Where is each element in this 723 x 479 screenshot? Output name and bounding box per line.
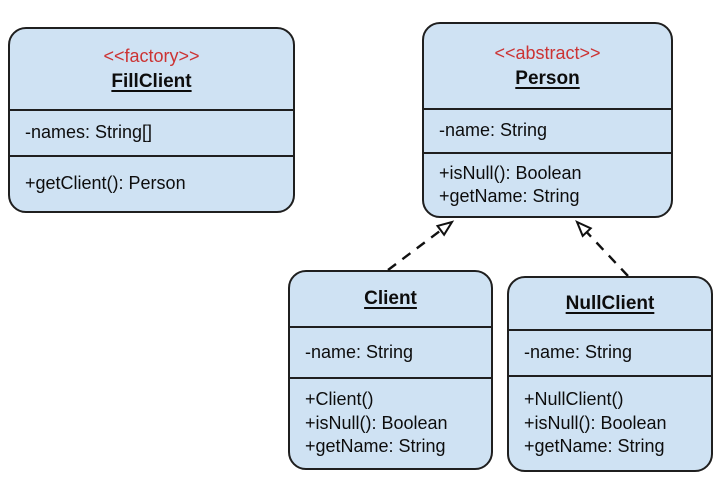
stereotype-label: <<abstract>> — [494, 43, 601, 63]
attributes-section: -name: String — [424, 108, 671, 152]
method-item: +isNull(): Boolean — [305, 412, 448, 433]
class-name: Client — [364, 288, 417, 309]
methods-section: +getClient(): Person — [10, 155, 293, 211]
attribute-item: -name: String — [524, 342, 633, 363]
class-header: <<abstract>> Person — [424, 24, 671, 108]
class-header: Client — [290, 272, 491, 326]
class-header: NullClient — [509, 278, 711, 329]
method-item: +isNull(): Boolean — [439, 162, 582, 183]
class-box-nullclient: NullClient -name: String +NullClient() +… — [507, 276, 713, 472]
hollow-arrowhead-icon — [575, 220, 593, 238]
attributes-section: -name: String — [290, 326, 491, 377]
class-name: FillClient — [111, 71, 192, 92]
attribute-item: -name: String — [305, 341, 414, 362]
class-name: NullClient — [565, 292, 655, 314]
class-name: Person — [515, 68, 580, 89]
methods-section: +NullClient() +isNull(): Boolean +getNam… — [509, 375, 711, 470]
method-item: +NullClient() — [524, 389, 624, 410]
method-item: +getName: String — [305, 436, 446, 457]
class-box-client: Client -name: String +Client() +isNull()… — [288, 270, 493, 470]
hollow-arrowhead-icon — [435, 220, 455, 237]
attribute-item: -name: String — [439, 120, 548, 141]
methods-section: +isNull(): Boolean +getName: String — [424, 152, 671, 216]
method-item: +getName: String — [524, 436, 665, 457]
stereotype-label: <<factory>> — [103, 46, 200, 66]
methods-section: +Client() +isNull(): Boolean +getName: S… — [290, 377, 491, 468]
realization-arrow-client-to-person — [387, 220, 455, 271]
attributes-section: -name: String — [509, 329, 711, 375]
attributes-section: -names: String[] — [10, 109, 293, 155]
class-box-person: <<abstract>> Person -name: String +isNul… — [422, 22, 673, 218]
method-item: +getName: String — [439, 186, 580, 206]
class-header: <<factory>> FillClient — [10, 29, 293, 109]
method-item: +isNull(): Boolean — [524, 412, 667, 433]
realization-arrow-nullclient-to-person — [575, 220, 629, 277]
method-item: +Client() — [305, 389, 374, 410]
attribute-item: -names: String[] — [25, 122, 153, 143]
class-box-fillclient: <<factory>> FillClient -names: String[] … — [8, 27, 295, 213]
method-item: +getClient(): Person — [25, 173, 186, 194]
